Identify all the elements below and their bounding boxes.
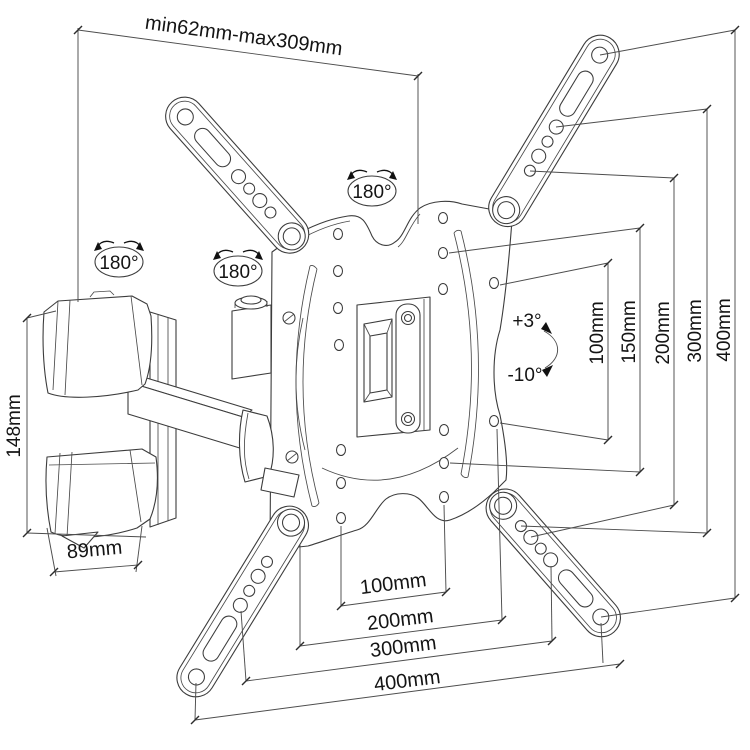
dim-vesa-vertical-300: 300mm — [520, 104, 712, 538]
swivel-badge-2-label: 180° — [218, 262, 257, 283]
bracket-screw — [400, 310, 416, 326]
arm-top-left — [157, 88, 318, 262]
dim-vesa-horizontal-400: 400mm — [190, 622, 625, 725]
tilt-down-label: -10° — [507, 365, 542, 386]
lower-link — [260, 467, 300, 498]
bracket-screw — [400, 411, 416, 427]
dim-bracket-height: 148mm — [4, 310, 147, 538]
pivot-screw — [240, 295, 262, 305]
arm-bottom-left — [169, 498, 317, 705]
dim-label-extension-range: min62mm-max309mm — [144, 12, 344, 60]
articulating-arm — [127, 375, 300, 498]
dim-label-vesa-h-400: 400mm — [373, 666, 442, 696]
dim-label-vesa-v-100: 100mm — [587, 301, 608, 364]
dim-label-vesa-v-200: 200mm — [653, 301, 674, 364]
arc-slot-left — [295, 265, 320, 507]
dim-label-vesa-v-150: 150mm — [619, 300, 640, 363]
swivel-badge-3: 180° — [346, 169, 398, 207]
monitor-bracket — [356, 296, 431, 438]
tilt-arc — [543, 330, 559, 369]
tilt-annotation: +3° -10° — [507, 311, 559, 386]
tilt-arrow-down — [542, 365, 553, 377]
swivel-badge-1-label: 180° — [99, 253, 138, 274]
dim-label-vesa-v-300: 300mm — [685, 299, 706, 362]
arc-slot-right — [453, 229, 479, 478]
swivel-badge-3-label: 180° — [352, 182, 391, 203]
tilt-up-label: +3° — [512, 311, 541, 332]
vesa-holes — [332, 211, 500, 525]
lower-wedge — [45, 448, 158, 549]
pivot-post — [231, 295, 272, 380]
dim-label-vesa-h-100: 100mm — [359, 569, 428, 599]
elbow-joint — [238, 409, 274, 483]
arm-top-right — [481, 27, 627, 235]
dim-vesa-vertical-200: 200mm — [529, 170, 679, 538]
dim-vesa-vertical-150: 150mm — [448, 223, 645, 477]
dim-bracket-depth: 89mm — [46, 525, 143, 577]
plate-edge-line — [397, 213, 421, 248]
swivel-badge-2: 180° — [212, 249, 264, 287]
dim-vesa-vertical-400: 400mm — [599, 25, 740, 618]
dim-vesa-horizontal-300: 300mm — [240, 565, 557, 686]
dim-label-vesa-h-200: 200mm — [366, 605, 435, 635]
dim-vesa-vertical-100: 100mm — [499, 258, 613, 445]
wall-bracket-assembly — [42, 290, 300, 549]
dim-label-bracket-depth: 89mm — [66, 537, 123, 564]
plate-screw-holes — [282, 311, 299, 464]
swivel-badge-1: 180° — [93, 240, 145, 278]
dim-label-vesa-v-400: 400mm — [714, 298, 735, 361]
tilt-arrow-up — [541, 322, 552, 334]
bracket-strap — [395, 303, 421, 434]
upper-wedge — [42, 290, 153, 398]
dim-label-bracket-height: 148mm — [4, 394, 25, 457]
